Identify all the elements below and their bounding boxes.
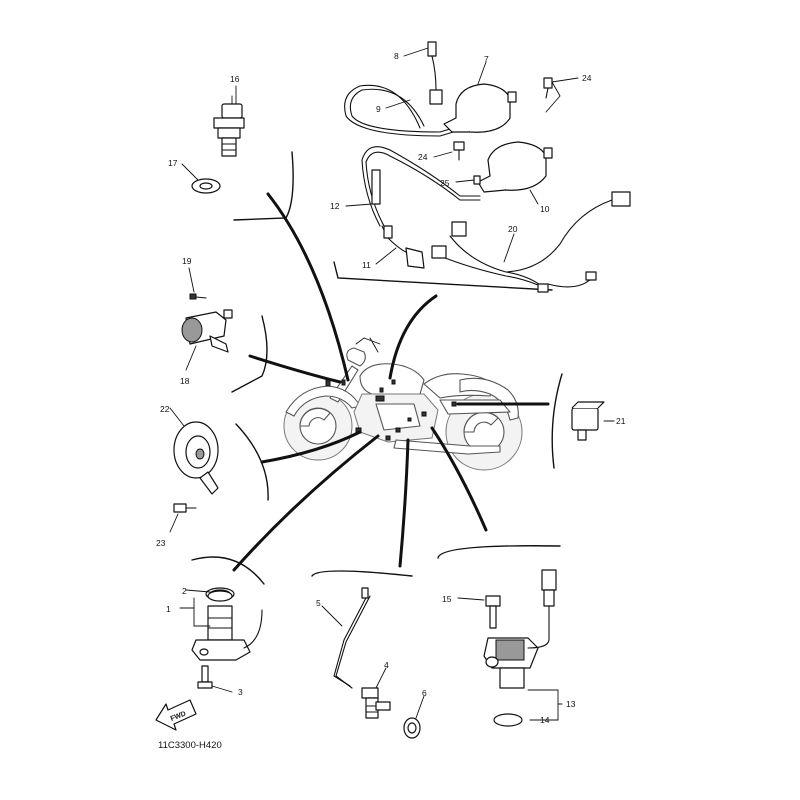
- callout-11: 11: [362, 260, 371, 270]
- part-bolt-19: [189, 293, 207, 300]
- part-plug-cable-5: [333, 587, 371, 689]
- callout-23: 23: [156, 538, 166, 548]
- part-bolt-23: [173, 503, 197, 513]
- callout-16: 16: [230, 74, 240, 84]
- callout-4: 4: [384, 660, 389, 670]
- callout-13: 13: [566, 699, 576, 709]
- callout-18: 18: [180, 376, 190, 386]
- callout-9: 9: [376, 104, 381, 114]
- callout-22: 22: [160, 404, 170, 414]
- part-bolt-15: [485, 595, 501, 629]
- leader-lines: [169, 47, 615, 721]
- part-washer-17: [191, 178, 221, 194]
- part-bolt-3: [197, 665, 213, 689]
- part-lead-9: [344, 84, 461, 137]
- part-bolt-24b: [453, 141, 465, 161]
- callout-25: 25: [440, 178, 450, 188]
- callout-21: 21: [616, 416, 626, 426]
- part-bolt-24a: [543, 77, 553, 99]
- part-plug-cap-11: [381, 225, 425, 269]
- part-screw-25: [473, 175, 481, 185]
- part-ignition-coil-7: [443, 83, 517, 133]
- part-gasket-2: [207, 590, 233, 602]
- callout-15: 15: [442, 594, 452, 604]
- part-spark-plug-4: [361, 687, 391, 719]
- part-relay-21: [571, 401, 605, 441]
- fwd-arrow-icon: FWD: [155, 699, 197, 731]
- callout-labels: 16 17 19 18 22 21 23 2 1 3 5 4 6 15 13 1…: [156, 51, 626, 725]
- callout-1: 1: [166, 604, 171, 614]
- callout-6: 6: [422, 688, 427, 698]
- part-sensor-18: [181, 309, 233, 353]
- callout-19: 19: [182, 256, 192, 266]
- part-washer-6: [403, 717, 421, 739]
- part-connector-13: [541, 569, 557, 641]
- part-oring-14: [493, 713, 523, 727]
- callout-17: 17: [168, 158, 178, 168]
- callout-24a: 24: [582, 73, 592, 83]
- connecting-arms: [232, 192, 550, 572]
- part-harness-20: [431, 191, 631, 293]
- callout-2: 2: [182, 586, 187, 596]
- callout-24b: 24: [418, 152, 428, 162]
- callout-8: 8: [394, 51, 399, 61]
- part-plug-lead-8: [427, 41, 443, 105]
- part-sensor-13: [483, 637, 550, 689]
- part-ignition-coil-10: [477, 141, 553, 193]
- diagram-code: 11C3300-H420: [158, 740, 222, 751]
- callout-7: 7: [484, 54, 489, 64]
- callout-10: 10: [540, 204, 550, 214]
- callout-5: 5: [316, 598, 321, 608]
- part-thermo-sender: [213, 95, 245, 157]
- callout-14: 14: [540, 715, 550, 725]
- callout-3: 3: [238, 687, 243, 697]
- part-horn-22: [173, 421, 219, 495]
- callout-12: 12: [330, 201, 340, 211]
- callout-20: 20: [508, 224, 518, 234]
- part-lead-12: [361, 146, 481, 227]
